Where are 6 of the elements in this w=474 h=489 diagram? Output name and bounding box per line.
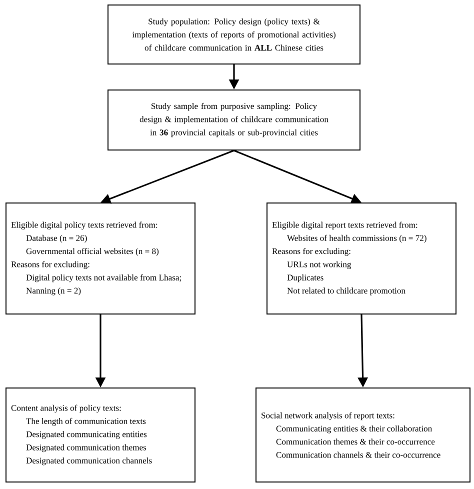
process-box: Eligible digital report texts retrieved from: Websites of health commissions (n = 72) Reasons for excluding: URLs not working Duplicates Not related to childcare promotion [266,202,456,314]
process-box: Study population: Policy design (policy texts) & implementation (texts of reports of promotional activities) of childcare communication in ALL Chinese cities [108,4,360,64]
process-box: Content analysis of policy texts: The length of communication texts Designated communicating entities Designated communication themes Designated communication channels [6,388,196,482]
process-box: Social network analysis of report texts: Communicating entities & their collaboration Communication themes & their co-occurrence Communication channels & their co-occurrence [256,388,470,482]
process-box: Study sample from purposive sampling: Policy design & implementation of childcare communication in 36 provincial capitals or sub-provincial cities [108,90,360,150]
process-box: Eligible digital policy texts retrieved from: Database (n = 26) Governmental official websites (n = 8) Reasons for excluding: Digital policy texts not available from Lhasa; Nanning (n = 2) [6,202,196,314]
